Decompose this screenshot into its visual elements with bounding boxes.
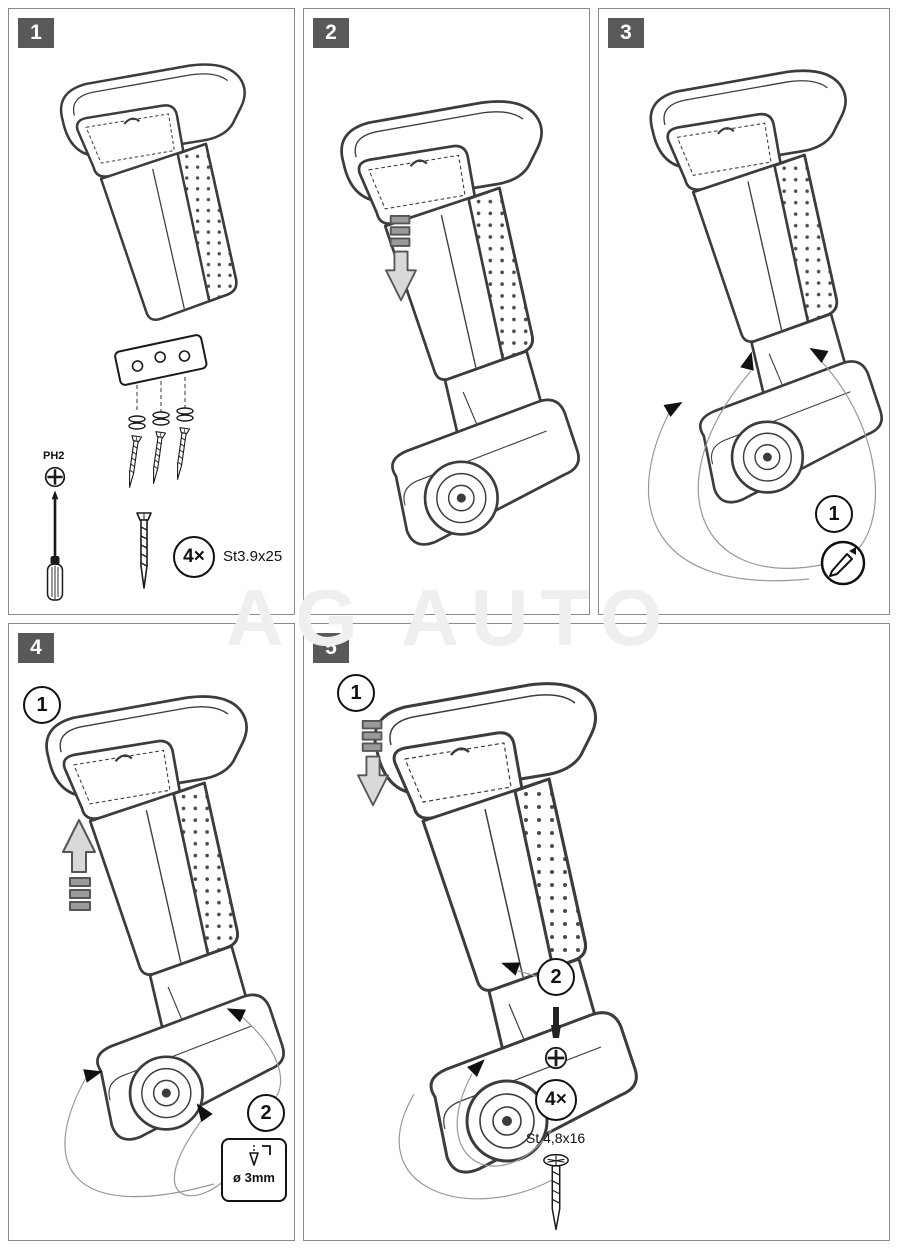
pointer-arrow-icon (83, 1008, 246, 1123)
screw-icon (124, 427, 191, 489)
phillips-head-icon (44, 466, 66, 488)
panel-step-4: 4 1 2 ø 3mm (8, 623, 295, 1241)
step-2-illustration (304, 9, 591, 616)
armrest-diagram (47, 697, 284, 1140)
phillips-head-icon (544, 1046, 568, 1070)
pointer-arrow-icon (663, 348, 829, 418)
marking-tool-icon (820, 540, 866, 586)
callout-2: 2 (537, 958, 575, 996)
step-5-illustration (357, 624, 891, 1231)
step-number-badge: 4 (18, 633, 54, 663)
armrest-diagram (651, 71, 882, 503)
panel-step-5: 5 1 2 4× St 4,8x16 (303, 623, 890, 1241)
step-number-badge: 3 (608, 18, 644, 48)
callout-1: 1 (337, 674, 375, 712)
quantity-badge: 4× (535, 1079, 577, 1121)
slide-up-arrow-icon (62, 819, 96, 911)
tool-size-label: PH2 (43, 450, 65, 462)
panel-step-3: 3 1 (598, 8, 890, 615)
screwdriver-icon (46, 491, 64, 602)
panel-step-1: 1 (8, 8, 295, 615)
armrest-diagram (59, 63, 246, 322)
callout-2: 2 (247, 1094, 285, 1132)
step-number-badge: 1 (18, 18, 54, 48)
step-1-illustration (44, 63, 246, 602)
drill-spec-label: ø 3mm (233, 1170, 275, 1185)
pointer-arrow-icon (467, 962, 521, 1077)
washer-icon (128, 407, 194, 430)
leader-lines (648, 360, 877, 582)
callout-1: 1 (815, 495, 853, 533)
drill-bit-icon (249, 1145, 271, 1166)
quantity-badge: 4× (173, 536, 215, 578)
tapping-screw-icon (136, 512, 152, 589)
step-number-badge: 2 (313, 18, 349, 48)
mounting-plate-icon (114, 334, 208, 386)
armrest-diagram (375, 684, 636, 1173)
step-3-illustration (648, 9, 891, 582)
callout-1: 1 (23, 686, 61, 724)
armrest-diagram (342, 102, 579, 545)
alignment-dashed-lines (136, 377, 186, 413)
panel-step-2: 2 (303, 8, 590, 615)
drill-detail-box: ø 3mm (221, 1138, 287, 1202)
tapping-screw-icon (543, 1153, 569, 1231)
step-number-badge: 5 (313, 633, 349, 663)
screw-spec-label: St 4,8x16 (526, 1130, 586, 1146)
screw-spec-label: St3.9x25 (223, 548, 283, 565)
